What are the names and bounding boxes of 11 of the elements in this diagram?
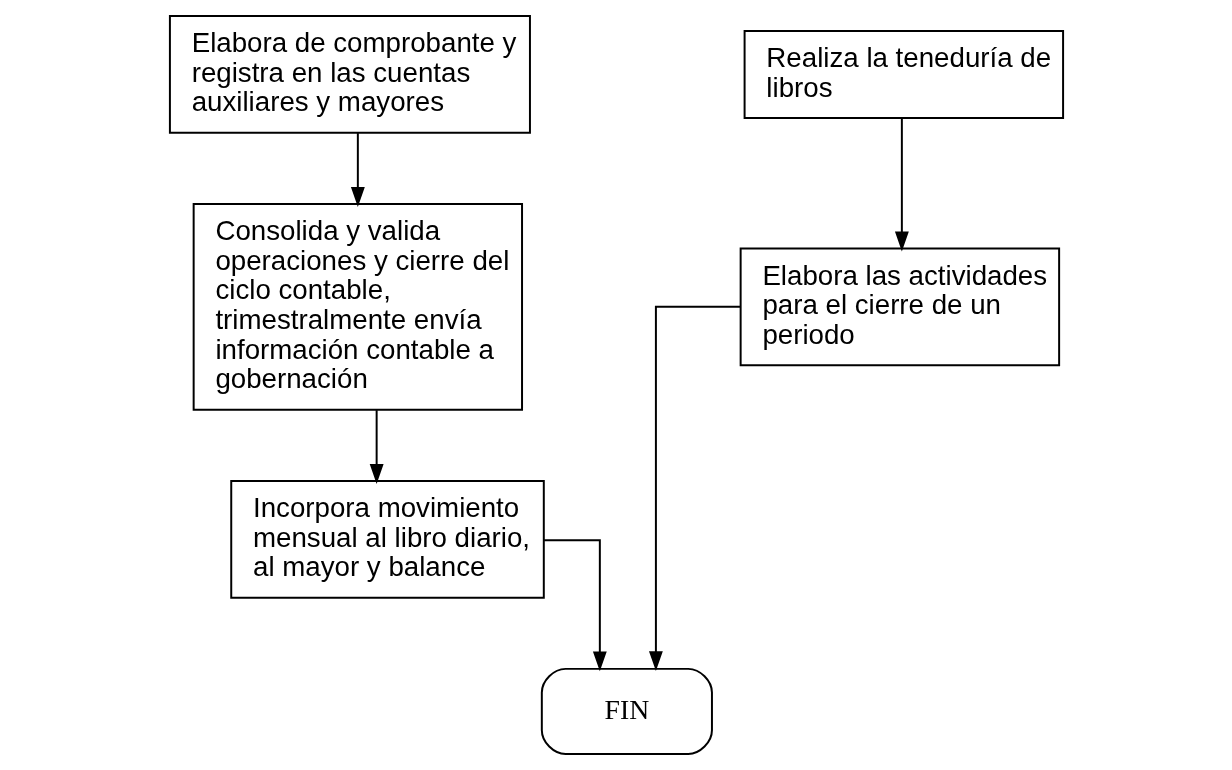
arrow [648, 305, 742, 672]
arrow [350, 132, 365, 207]
arrow [369, 409, 384, 484]
arrow [542, 539, 607, 672]
node-box: Elabora las actividades para el cierre de un periodo [739, 247, 1060, 367]
node-box: Elabora de comprobante y registra en las cuentas auxiliares y mayores [168, 15, 531, 134]
node-box: Realiza la teneduría de libros [743, 29, 1064, 119]
node-box: FIN [540, 667, 713, 755]
arrow [894, 117, 909, 252]
node-box: Consolida y valida operaciones y cierre del ciclo contable, trimestralmente envía información contable a gobernación [192, 203, 523, 411]
node-box: Incorpora movimiento mensual al libro diario, al mayor y balance [229, 479, 545, 599]
